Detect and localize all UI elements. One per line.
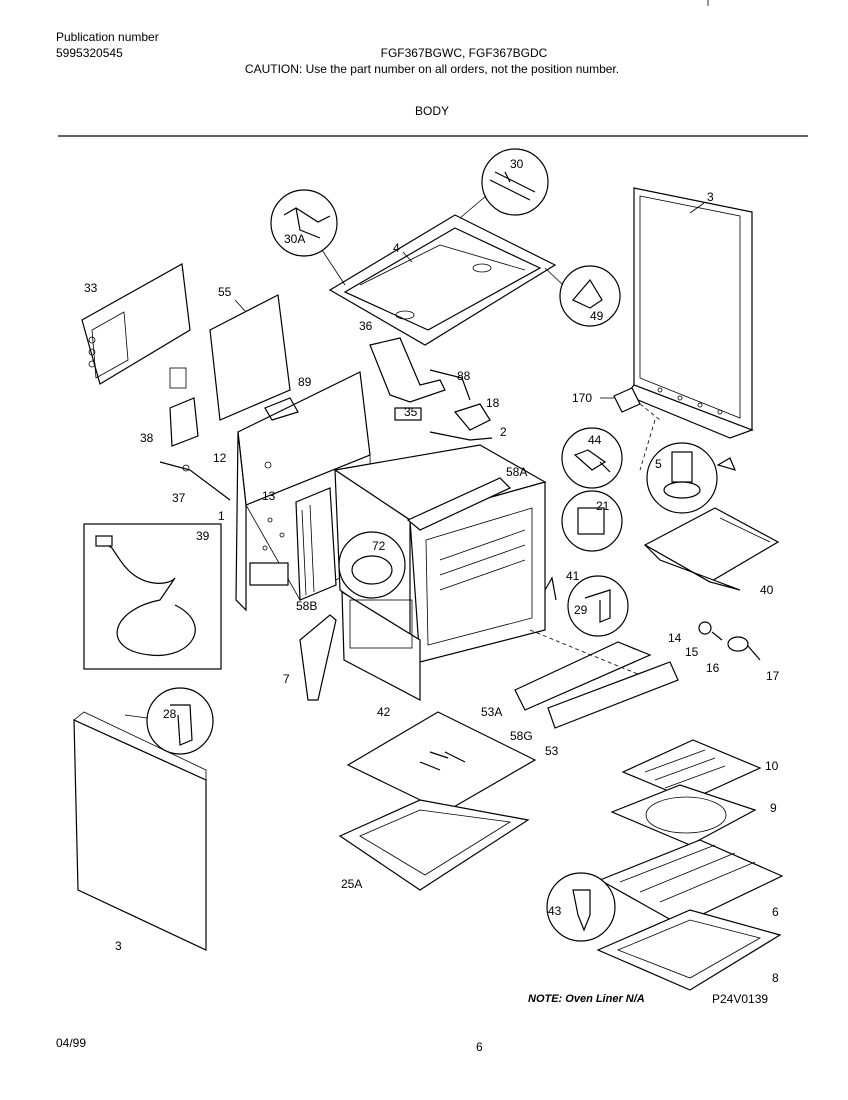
callout-label-33: 33 (84, 281, 98, 295)
callout-label-16: 16 (706, 661, 720, 675)
callout-label-8: 8 (772, 971, 779, 985)
section-title: BODY (414, 104, 449, 118)
footer-date: 04/99 (56, 1036, 87, 1050)
guide-line (529, 629, 641, 676)
detail-circle-21 (561, 490, 623, 552)
detail-circle-30 (459, 148, 549, 219)
rear-panel-part (625, 187, 754, 439)
oven-cavity-part (333, 444, 547, 663)
callout-label-43: 43 (548, 904, 562, 918)
detail-circle-28 (124, 687, 214, 755)
bracket-2-part (429, 431, 493, 441)
main-body-frame-part (235, 371, 373, 612)
callout-label-38: 38 (140, 431, 154, 445)
top-cover-part (328, 214, 557, 346)
callout-label-29: 29 (574, 603, 588, 617)
broiler-pan-9-part (610, 784, 757, 846)
detail-circle-44 (561, 427, 623, 489)
callout-label-58b: 58B (296, 599, 317, 613)
insulation-58b-part (295, 487, 337, 601)
callout-label-2: 2 (500, 425, 507, 439)
callout-label-30: 30 (510, 157, 524, 171)
callout-label-4: 4 (393, 241, 400, 255)
detail-circle-49 (544, 265, 621, 327)
callout-label-88: 88 (457, 369, 471, 383)
model-numbers: FGF367BGWC, FGF367BGDC (380, 46, 548, 60)
callout-label-39: 39 (196, 529, 210, 543)
publication-label: Publication number (56, 30, 159, 44)
callout-label-49: 49 (590, 309, 604, 323)
wire-harness-39-box (83, 523, 222, 670)
publication-number: 5995320545 (56, 46, 123, 60)
drawer-rail-53-part (547, 661, 679, 729)
duct-36-part (369, 337, 446, 403)
bracket-18-part (453, 403, 491, 431)
bracket-38-part (169, 397, 199, 447)
callout-label-28: 28 (163, 707, 177, 721)
drawer-25a-part (338, 799, 530, 891)
callout-label-17: 17 (766, 669, 780, 683)
callout-label-14: 14 (668, 631, 682, 645)
part-41 (544, 576, 557, 601)
burner-tray-40-part (643, 507, 780, 591)
callout-label-6: 6 (772, 905, 779, 919)
drawer-rail-53a-part (514, 641, 652, 711)
oven-liner-note: NOTE: Oven Liner N/A (528, 993, 645, 1005)
wire-88-part (429, 369, 471, 401)
wire-37-part (159, 461, 231, 501)
detail-circle-43 (546, 872, 616, 942)
callout-label-41: 41 (566, 569, 580, 583)
callout-label-53: 53 (545, 744, 559, 758)
callout-label-72: 72 (372, 539, 386, 553)
part-35 (394, 407, 422, 421)
side-panel-55-part (169, 294, 291, 421)
callout-label-12: 12 (213, 451, 227, 465)
bracket-170 (600, 387, 661, 421)
bottom-panel-42-part (346, 711, 537, 813)
detail-circle-29 (567, 575, 629, 637)
callout-label-89: 89 (298, 375, 312, 389)
callout-label-1: 1 (218, 509, 225, 523)
callout-label-3: 3 (115, 939, 122, 953)
bottom-panel-8-part (596, 909, 782, 991)
callout-label-40: 40 (760, 583, 774, 597)
callout-label-35: 35 (404, 405, 418, 419)
callout-label-44: 44 (588, 433, 602, 447)
callout-label-30a: 30A (284, 232, 305, 246)
side-panel-33-part (81, 263, 191, 385)
callout-label-10: 10 (765, 759, 779, 773)
footer-page-number: 6 (476, 1040, 483, 1054)
caution-text: CAUTION: Use the part number on all orde… (244, 62, 620, 76)
callout-label-55: 55 (218, 285, 232, 299)
callout-label-21: 21 (596, 499, 610, 513)
callout-label-15: 15 (685, 645, 699, 659)
callout-label-18: 18 (486, 396, 500, 410)
callout-label-58a: 58A (506, 465, 527, 479)
callout-label-13: 13 (262, 489, 276, 503)
callout-label-170: 170 (572, 391, 592, 405)
callout-label-42: 42 (377, 705, 391, 719)
callout-label-53a: 53A (481, 705, 502, 719)
detail-circle-5 (639, 419, 737, 514)
broiler-grid-10-part (621, 739, 762, 801)
handle-7-part (299, 614, 337, 701)
callout-label-3: 3 (707, 190, 714, 204)
lower-frame-part (341, 590, 421, 701)
detail-circle-30a (270, 189, 346, 286)
callout-label-36: 36 (359, 319, 373, 333)
callout-label-25a: 25A (341, 877, 362, 891)
callout-label-9: 9 (770, 801, 777, 815)
knob-parts-14-17 (698, 621, 761, 661)
insulation-58a-part (406, 477, 512, 531)
oven-rack-6-part (598, 839, 784, 926)
callout-label-7: 7 (283, 672, 290, 686)
callout-label-37: 37 (172, 491, 186, 505)
diagram-id: P24V0139 (712, 992, 769, 1006)
callout-label-5: 5 (655, 457, 662, 471)
callout-label-58g: 58G (510, 729, 533, 743)
part-89 (264, 397, 299, 421)
detail-circle-72 (338, 531, 406, 599)
